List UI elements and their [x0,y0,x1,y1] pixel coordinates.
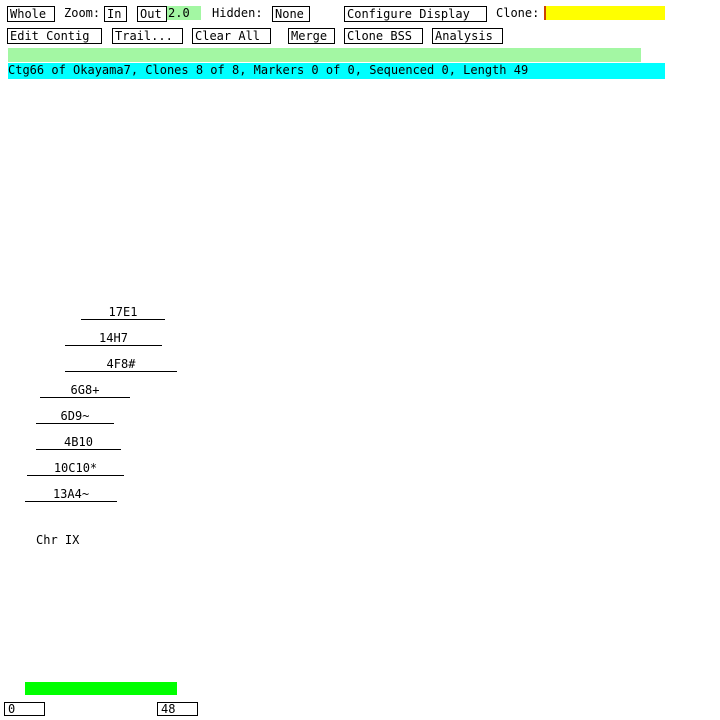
clone-label: 14H7 [99,331,128,345]
merge-button[interactable]: Merge [288,28,335,44]
clone-label: 10C10* [53,461,98,475]
clone-label: 13A4~ [52,487,90,501]
scale-start-box: 0 [4,702,45,716]
clone-10C10[interactable]: 10C10* [27,462,124,476]
analysis-button[interactable]: Analysis [432,28,503,44]
clone-14H7[interactable]: 14H7 [65,332,162,346]
chromosome-label: Chr IX [36,533,80,547]
contig-track-bar[interactable] [25,682,177,695]
message-bar [8,48,641,62]
clone-label: 4F8# [106,357,136,371]
zoom-value-field[interactable]: 2.0 [167,6,201,20]
clone-label: 6G8+ [70,383,100,397]
whole-button[interactable]: Whole [7,6,55,22]
zoom-label: Zoom: [64,6,101,20]
clone-input[interactable] [544,6,665,20]
trail-button[interactable]: Trail... [112,28,183,44]
clone-label: Clone: [496,6,540,20]
clone-4F8[interactable]: 4F8# [65,358,177,372]
clone-bss-button[interactable]: Clone BSS [344,28,423,44]
zoom-out-button[interactable]: Out [137,6,167,22]
clone-6G8[interactable]: 6G8+ [40,384,130,398]
hidden-label: Hidden: [212,6,263,20]
clone-label: 6D9~ [60,409,90,423]
zoom-in-button[interactable]: In [104,6,127,22]
clone-13A4[interactable]: 13A4~ [25,488,117,502]
clone-17E1[interactable]: 17E1 [81,306,165,320]
scale-end-box: 48 [157,702,198,716]
configure-display-button[interactable]: Configure Display [344,6,487,22]
clone-4B10[interactable]: 4B10 [36,436,121,450]
status-bar: Ctg66 of Okayama7, Clones 8 of 8, Marker… [8,63,665,79]
clone-label: 4B10 [64,435,93,449]
edit-contig-button[interactable]: Edit Contig [7,28,102,44]
clear-all-button[interactable]: Clear All [192,28,271,44]
hidden-value-button[interactable]: None [272,6,310,22]
clone-6D9[interactable]: 6D9~ [36,410,114,424]
clone-label: 17E1 [108,305,138,319]
